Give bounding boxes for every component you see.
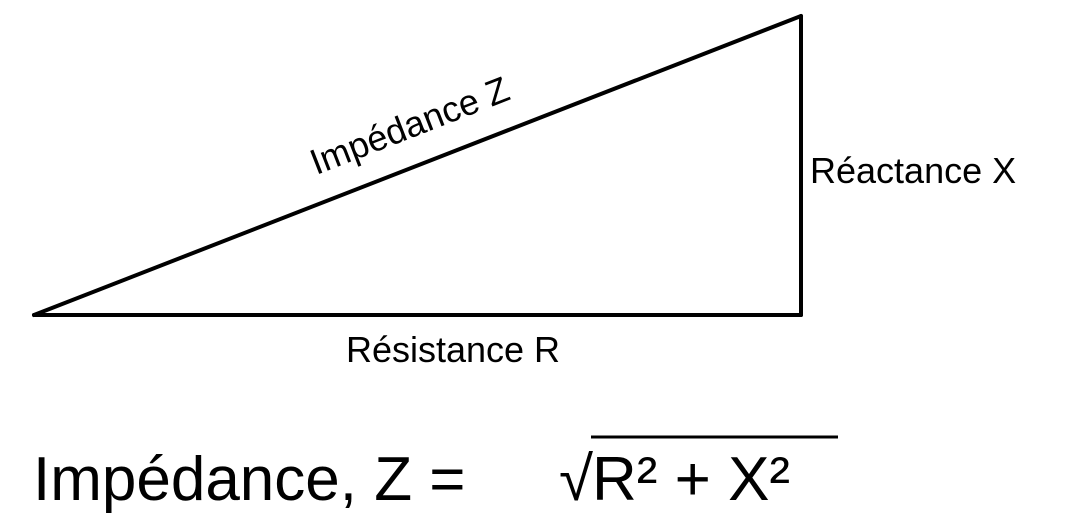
formula-radicand: R² + X² [592,445,790,514]
formula-radical-sign: √ [559,445,593,514]
vertical-label: Réactance X [810,150,1016,191]
hypotenuse-label: Impédance Z [304,68,515,183]
base-label: Résistance R [346,329,560,370]
formula-prefix: Impédance, Z = [33,445,466,514]
hypotenuse-line [32,14,803,317]
